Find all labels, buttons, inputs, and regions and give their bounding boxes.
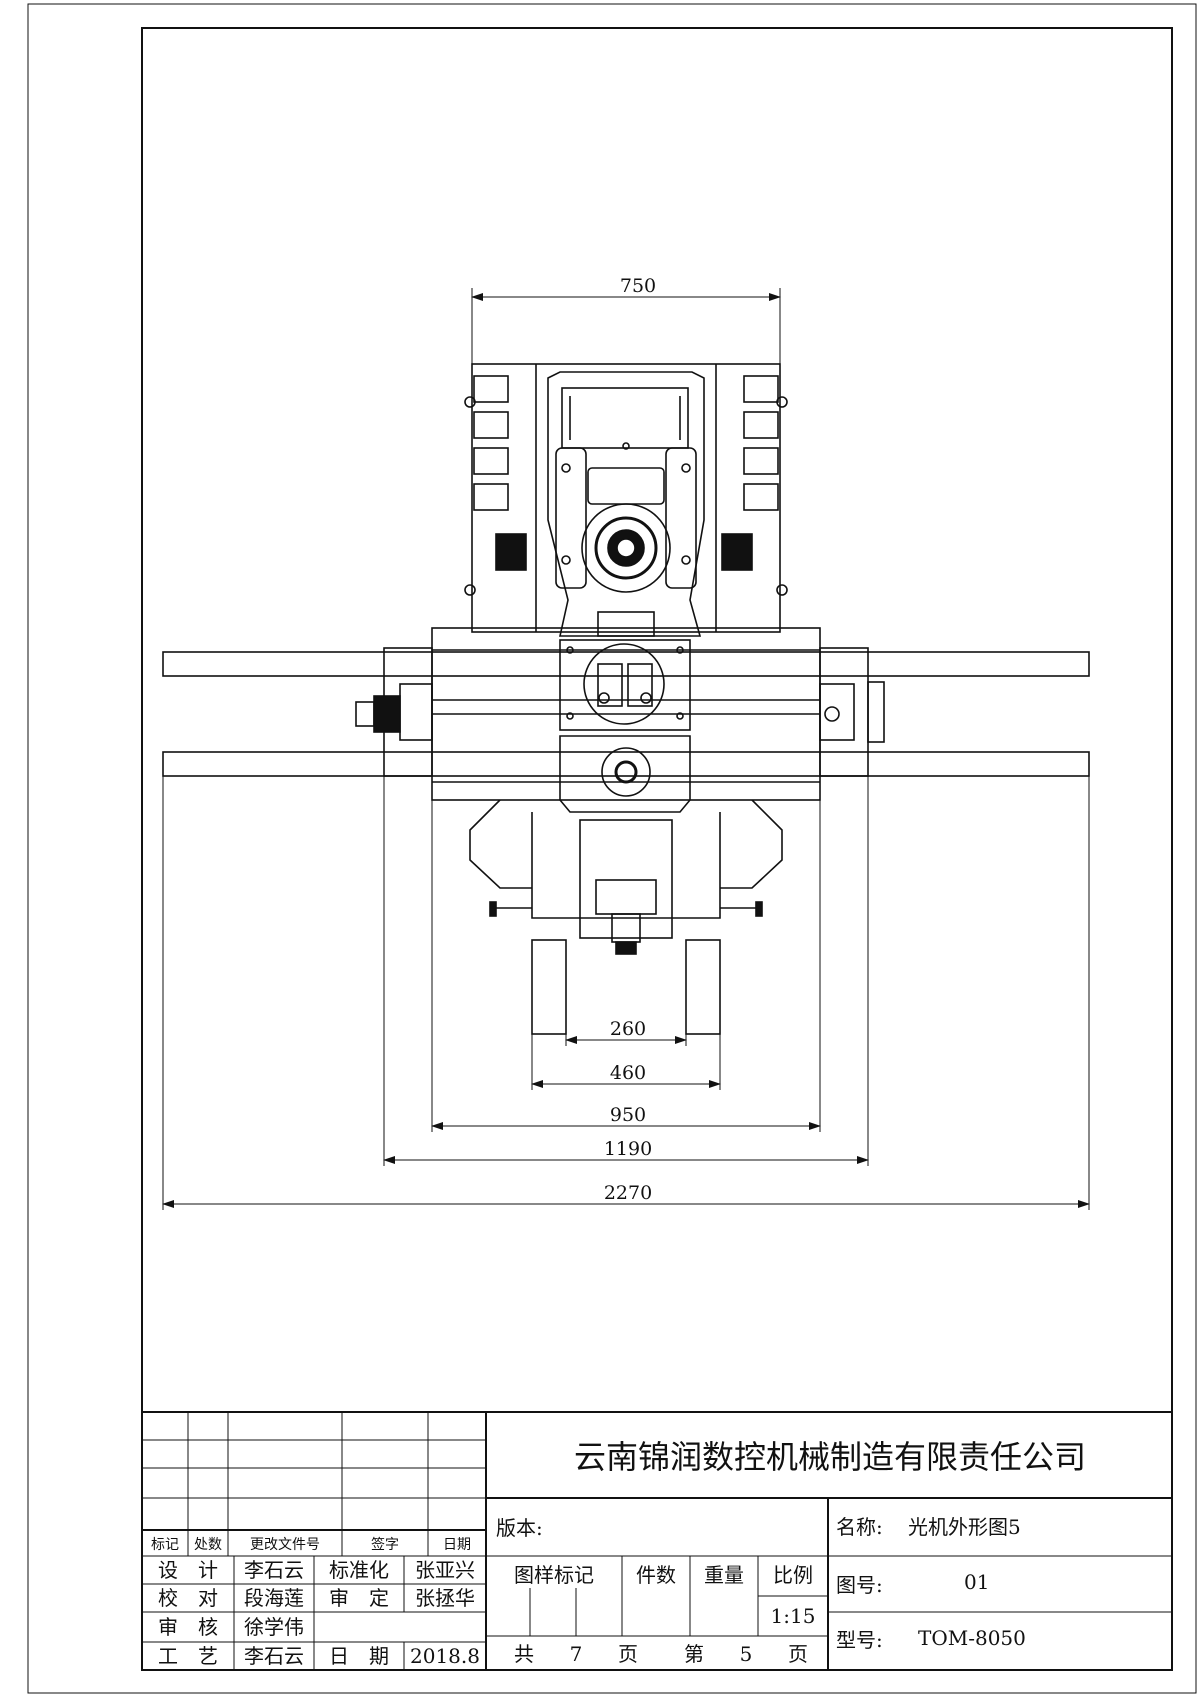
left-clamp-arm bbox=[555, 447, 587, 589]
name-value: 光机外形图5 bbox=[908, 1515, 1021, 1539]
drawing-no-value: 01 bbox=[964, 1570, 989, 1594]
pages-total: 7 bbox=[570, 1642, 583, 1666]
right-end-cap bbox=[819, 647, 869, 777]
quantity-label: 件数 bbox=[636, 1563, 676, 1587]
std-name: 张亚兴 bbox=[415, 1558, 475, 1582]
company-name: 云南锦润数控机械制造有限责任公司 bbox=[574, 1438, 1086, 1476]
left-column-slots bbox=[473, 375, 509, 511]
name-label: 名称: bbox=[836, 1515, 883, 1539]
process-name: 李石云 bbox=[244, 1644, 304, 1668]
rev-header-date: 日期 bbox=[443, 1537, 471, 1553]
rev-header-count: 处数 bbox=[194, 1537, 222, 1553]
pages-total-label: 共 bbox=[514, 1642, 534, 1666]
process-label: 工 艺 bbox=[158, 1644, 218, 1668]
column-body bbox=[471, 363, 781, 633]
approve-label: 审 定 bbox=[329, 1586, 389, 1610]
title-block bbox=[142, 1411, 1172, 1670]
drawing-no-label: 图号: bbox=[836, 1573, 883, 1597]
scale-value: 1:15 bbox=[771, 1604, 816, 1628]
pages-current: 5 bbox=[740, 1642, 753, 1666]
headstock-top-cover bbox=[561, 387, 689, 449]
left-motor-block bbox=[495, 533, 527, 571]
check-name: 段海莲 bbox=[244, 1586, 304, 1610]
dim-label-750: 750 bbox=[620, 275, 656, 297]
date-label: 日 期 bbox=[329, 1644, 389, 1668]
upper-rail bbox=[162, 651, 1090, 677]
dimension-labels: 750 260 460 950 1190 2270 bbox=[604, 275, 656, 1204]
scale-label: 比例 bbox=[773, 1563, 813, 1587]
left-leg bbox=[531, 939, 567, 1035]
review-label: 审 核 bbox=[158, 1615, 218, 1639]
sheet-trim-border bbox=[27, 3, 1197, 1694]
version-label: 版本: bbox=[496, 1516, 543, 1540]
tool-table bbox=[559, 639, 691, 731]
headstock-frame bbox=[547, 371, 705, 637]
dim-label-260: 260 bbox=[610, 1018, 646, 1040]
rev-header-mark: 标记 bbox=[151, 1537, 179, 1553]
lower-rail bbox=[162, 751, 1090, 777]
pages-unit-2: 页 bbox=[788, 1642, 808, 1666]
weight-label: 重量 bbox=[704, 1563, 744, 1587]
design-label: 设 计 bbox=[158, 1558, 218, 1582]
headstock-window bbox=[587, 467, 665, 505]
drawing-frame bbox=[141, 27, 1173, 1671]
right-motor-block bbox=[721, 533, 753, 571]
sample-mark-label: 图样标记 bbox=[514, 1563, 594, 1587]
review-name: 徐学伟 bbox=[244, 1615, 304, 1639]
left-screw-nut bbox=[355, 701, 375, 727]
machine-outline bbox=[162, 363, 1090, 1035]
right-column-slots bbox=[743, 375, 779, 511]
dim-label-950: 950 bbox=[610, 1104, 646, 1126]
base-column bbox=[531, 812, 721, 919]
right-leg bbox=[685, 939, 721, 1035]
check-label: 校 对 bbox=[158, 1586, 218, 1610]
dimension-lines bbox=[162, 288, 1090, 1210]
rev-header-signature: 签字 bbox=[371, 1536, 399, 1553]
right-clamp-arm bbox=[665, 447, 697, 589]
pages-unit-1: 页 bbox=[618, 1642, 638, 1666]
dim-label-1190: 1190 bbox=[604, 1138, 652, 1160]
model-value: TOM-8050 bbox=[918, 1626, 1026, 1650]
spindle-housing bbox=[581, 503, 671, 593]
rev-header-doc-no: 更改文件号 bbox=[250, 1537, 320, 1553]
approve-name: 张拯华 bbox=[415, 1586, 475, 1610]
model-label: 型号: bbox=[836, 1628, 883, 1652]
dim-label-460: 460 bbox=[610, 1062, 646, 1084]
design-name: 李石云 bbox=[244, 1558, 304, 1582]
lower-slide-housing bbox=[559, 735, 691, 813]
title-block-text: 云南锦润数控机械制造有限责任公司 标记 处数 更改文件号 签字 日期 设 计 李… bbox=[151, 1438, 1086, 1668]
date-value: 2018.8 bbox=[410, 1644, 480, 1668]
headstock-base bbox=[597, 611, 655, 637]
dim-label-2270: 2270 bbox=[604, 1182, 652, 1204]
spindle-chuck bbox=[594, 516, 658, 580]
std-label: 标准化 bbox=[329, 1558, 389, 1582]
tool-table-ring bbox=[583, 643, 665, 725]
pages-current-label: 第 bbox=[684, 1642, 704, 1666]
